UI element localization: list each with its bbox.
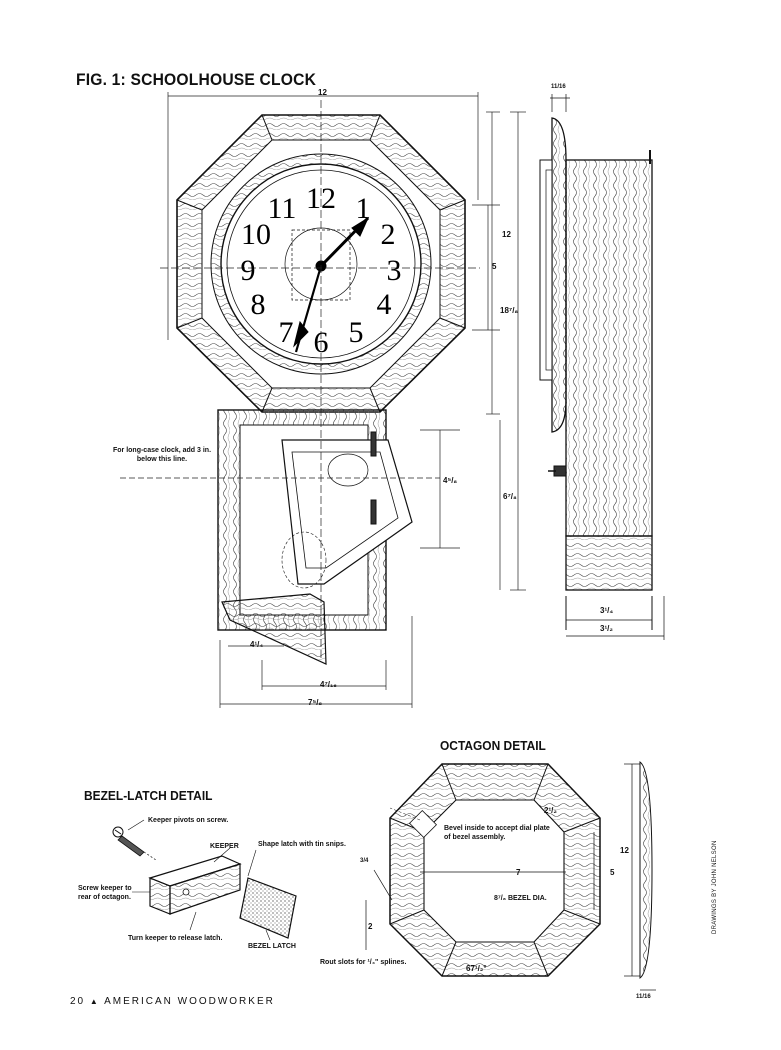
screw-icon [112,826,157,861]
side-view [539,94,665,640]
keeper-block [148,855,242,915]
octagon-dim-5: 5 [610,868,615,877]
bezel-latch-title: BEZEL-LATCH DETAIL [84,788,213,803]
drawing-credit: DRAWINGS BY JOHN NELSON [712,840,718,934]
dim-window: 4⁵/₈ [443,476,458,485]
figure-title: FIG. 1: SCHOOLHOUSE CLOCK [76,70,317,89]
bezel-latch-plate [239,877,297,939]
dim-case-height: 12 [502,230,511,239]
octagon-bezel-dia: 8⁷/₈ BEZEL DIA. [494,895,547,902]
front-dimension-lines [120,92,526,708]
dim-bottom-b: 4⁷/₁₆ [320,680,337,689]
numeral-8: 8 [251,288,266,321]
numeral-11: 11 [268,192,297,225]
bezel-latch-drawing [112,819,297,941]
dim-bottom-a: 4¹/₄ [250,640,264,649]
octagon-dim-2: 2 [368,922,373,931]
numeral-6: 6 [314,326,329,359]
numeral-7: 7 [279,316,294,349]
dial-numerals: 12 1 2 3 4 5 6 7 8 9 10 11 [241,182,402,359]
octagon-dim-3-4: 3/4 [360,858,369,864]
octagon-dim-7: 7 [516,868,521,877]
numeral-1: 1 [356,192,371,225]
page-number: 20 [70,996,86,1007]
dim-dial: 5 [492,262,497,271]
side-body [565,159,653,537]
page-footer: 20 ▲ AMERICAN WOODWORKER [70,996,275,1007]
numeral-12: 12 [306,182,336,215]
note-bezel-latch: BEZEL LATCH [248,943,296,950]
dim-depth-a: 3¹/₄ [600,606,614,615]
side-base [565,535,653,591]
note-shape-latch: Shape latch with tin snips. [258,841,346,848]
note-screw-keeper: Screw keeper to rear of octagon. [78,885,132,901]
numeral-9: 9 [241,254,256,287]
triangle-icon: ▲ [89,997,100,1006]
octagon-detail-drawing [365,761,656,991]
dim-lower: 6⁷/₈ [503,492,517,501]
octagon-angle: 67¹/₂° [466,964,487,973]
octagon-rout-note: Rout slots for ¹/₄" splines. [320,959,407,966]
dim-width-top: 12 [318,88,327,97]
long-case-note: For long-case clock, add 3 in. below thi… [112,447,212,463]
side-bezel [551,117,567,433]
clock-hands [293,216,370,353]
octagon-dim-2-half: 2¹/₂ [544,806,557,815]
dim-side-thickness: 11/16 [551,84,566,90]
numeral-3: 3 [387,254,402,287]
octagon-dim-12: 12 [620,846,629,855]
octagon-dim-11-16: 11/16 [636,994,651,1000]
octagon-bevel-note: Bevel inside to accept dial plate of bez… [444,825,550,841]
magazine-name: AMERICAN WOODWORKER [104,996,275,1007]
door-window [281,439,413,585]
numeral-10: 10 [241,218,271,251]
dim-overall-height: 18⁷/₈ [500,306,519,315]
numeral-5: 5 [349,316,364,349]
dim-bottom-c: 7⁵/₈ [308,698,323,707]
numeral-4: 4 [377,288,392,321]
note-keeper-pivots: Keeper pivots on screw. [148,817,229,824]
case-bottom [221,593,327,665]
note-keeper: KEEPER [210,843,239,850]
note-turn-keeper: Turn keeper to release latch. [128,935,223,942]
dim-depth-b: 3¹/₂ [600,624,613,633]
octagon-detail-title: OCTAGON DETAIL [440,738,546,753]
numeral-2: 2 [381,218,396,251]
